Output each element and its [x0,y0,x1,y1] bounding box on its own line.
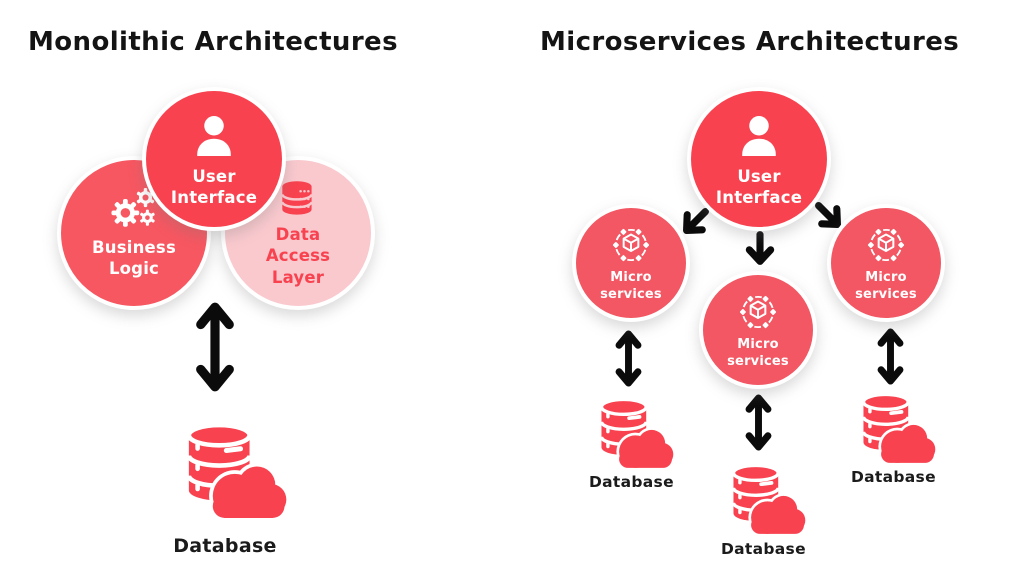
database-cloud-icon [599,397,676,471]
person-icon [742,115,776,156]
microservices-cube-icon [738,294,778,329]
microservice-label: Micro services [727,336,789,369]
user-interface-circle-right: User Interface [687,87,831,231]
business-logic-label: Business Logic [92,237,176,278]
database-label: Database [721,540,806,558]
cloud [209,462,290,522]
database-cloud-icon [186,422,290,522]
double-arrow-icon [615,330,642,387]
database-label: Database [851,468,936,486]
microservice-label: Micro services [855,269,917,302]
microservices-cube-icon [866,227,906,262]
database-icon [281,181,313,216]
cloud [616,427,676,471]
left-title: Monolithic Architectures [28,27,398,57]
microservice-label: Micro services [600,269,662,302]
user-interface-label: User Interface [715,166,803,207]
microservices-cube-icon [611,227,651,262]
double-arrow-icon [877,328,904,385]
arrow-down-right-icon [815,202,841,228]
arrow-down-left-icon [683,208,709,234]
person-icon [197,115,231,156]
arrow-down-icon [745,231,775,265]
right-title: Microservices Architectures [540,27,960,57]
cloud [878,422,938,466]
microservice-circle-right: Micro services [827,204,945,322]
user-interface-label: User Interface [170,166,258,207]
double-arrow-icon [745,394,772,451]
user-interface-circle: User Interface [142,87,286,231]
database-label: Database [589,473,674,491]
database-cloud-icon [861,392,938,466]
database-cloud-icon [731,463,808,537]
double-arrow-icon [196,302,234,392]
microservice-circle-left: Micro services [572,204,690,322]
database-label: Database [173,535,277,557]
cloud [748,493,808,537]
microservice-circle-center: Micro services [699,271,817,389]
data-access-layer-label: Data Access Layer [265,225,331,287]
